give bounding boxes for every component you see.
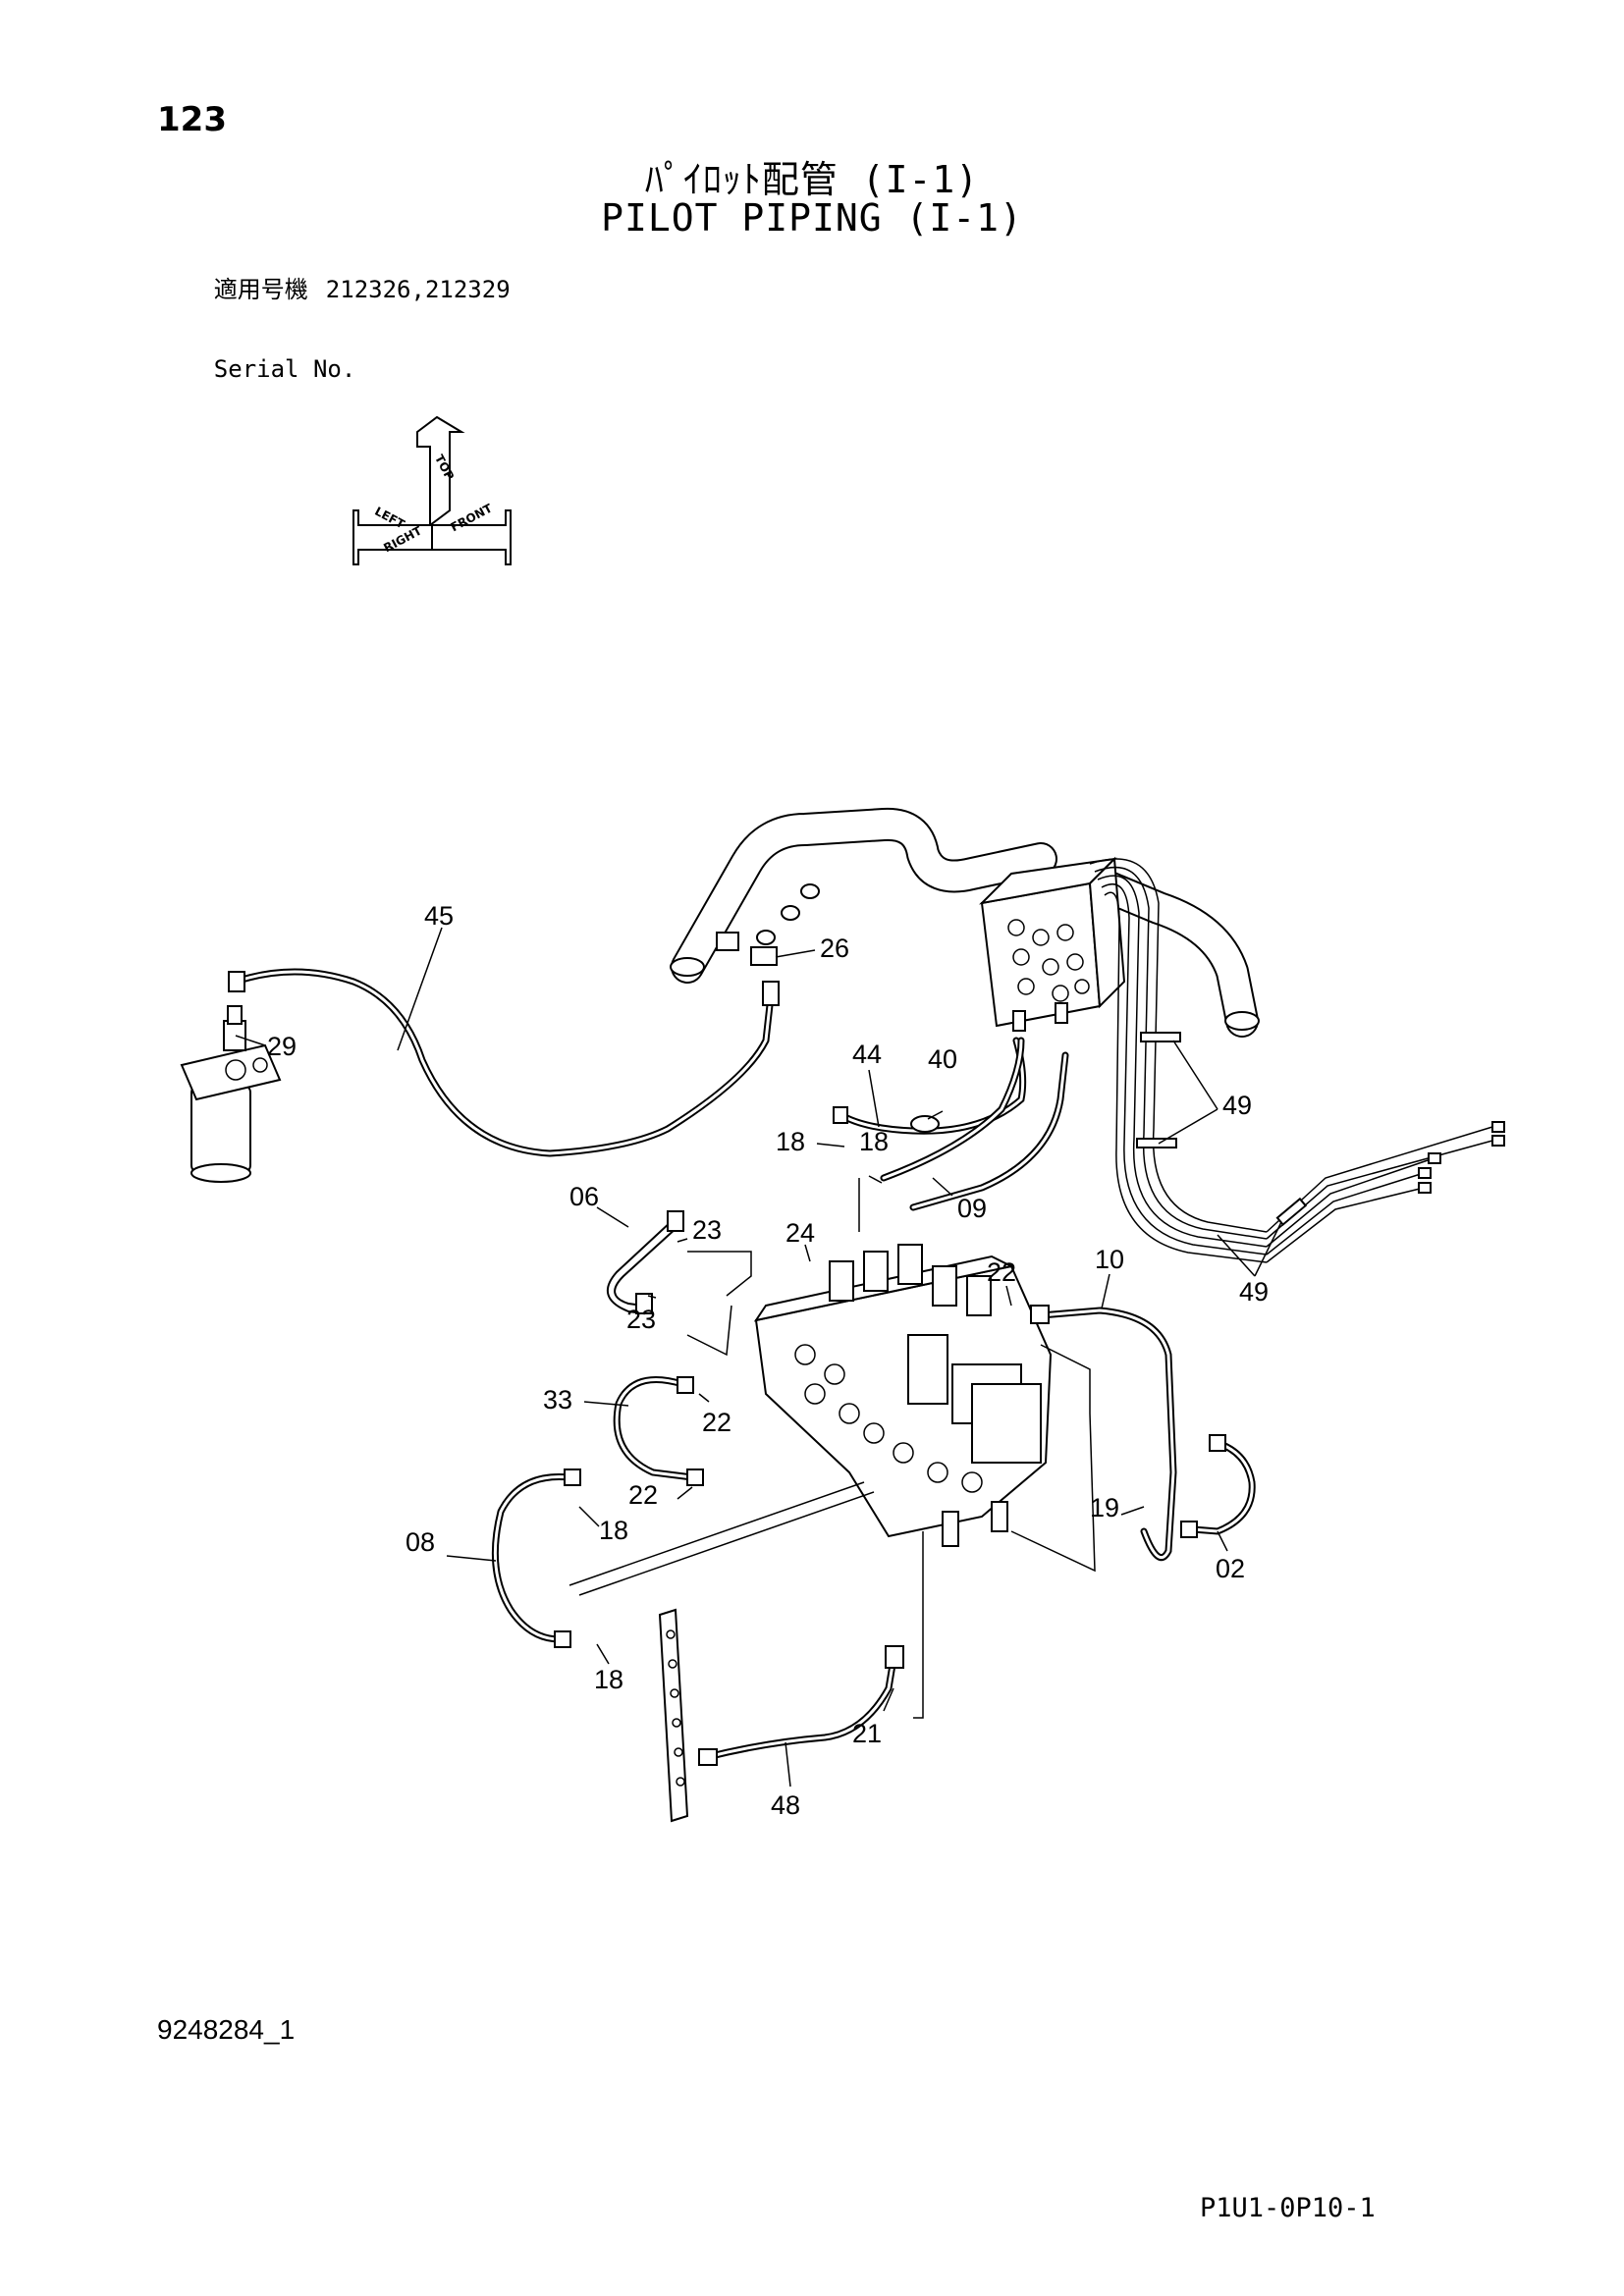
hose-48 [698,1645,904,1766]
callout-08: 08 [406,1527,435,1557]
callout-06: 06 [569,1182,599,1211]
serial-label-japanese: 適用号機 [213,276,308,303]
callout-49-lower: 49 [1239,1277,1269,1307]
callout-45: 45 [424,901,454,931]
callout-09: 09 [957,1194,987,1223]
page-title-japanese: ﾊﾟｲﾛｯﾄ配管 (I-1) [644,158,980,201]
document-number: 9248284_1 [157,2014,296,2045]
callout-24: 24 [785,1218,815,1248]
reference-lines [568,1178,1096,1719]
main-control-valve [753,1244,1053,1547]
hose-bundle [1089,858,1505,1263]
callout-18-top-left: 18 [776,1127,805,1156]
hose-06 [606,1210,684,1314]
callout-19: 19 [1090,1493,1119,1522]
callout-22-lower: 22 [628,1480,658,1510]
serial-number-block: 適用号機 212326,212329 Serial No. [157,250,511,409]
hose-44-09 [833,1037,1069,1211]
fitting-26 [750,946,778,966]
page-number: 123 [157,100,227,139]
serial-values: 212326,212329 [325,276,511,303]
mounting-bracket [658,1608,689,1823]
orientation-indicator-icon: TOP LEFT RIGHT FRONT [352,415,512,565]
serial-label-english: Serial No. [213,355,356,383]
hose-02 [1180,1434,1256,1538]
hose-45 [228,968,780,1157]
callout-18-bottom: 18 [594,1665,623,1694]
callout-18-top-right: 18 [859,1127,889,1156]
callout-33: 33 [543,1385,572,1415]
callout-10: 10 [1095,1245,1124,1274]
page-code: P1U1-0P10-1 [1200,2193,1376,2223]
callout-48: 48 [771,1790,800,1820]
callout-40: 40 [928,1044,957,1074]
callout-18-middle: 18 [599,1516,628,1545]
leader-lines [235,927,1282,1788]
callout-26: 26 [820,934,849,963]
callout-44: 44 [852,1040,882,1069]
callout-21: 21 [852,1719,882,1748]
page-title-english: PILOT PIPING (I-1) [601,196,1023,240]
callout-22-middle: 22 [702,1408,731,1437]
callout-29: 29 [267,1032,297,1061]
callout-23-upper: 23 [692,1215,722,1245]
callout-23-lower: 23 [626,1305,656,1334]
callout-49-upper: 49 [1222,1091,1252,1120]
callout-02: 02 [1216,1554,1245,1583]
return-pipe-assembly [670,807,1260,1038]
pilot-valve-block [979,856,1126,1032]
hose-10 [1030,1305,1177,1562]
hose-08 [491,1468,581,1648]
pilot-filter [180,1005,282,1183]
hose-33 [613,1376,704,1486]
callout-22-right: 22 [987,1257,1016,1287]
